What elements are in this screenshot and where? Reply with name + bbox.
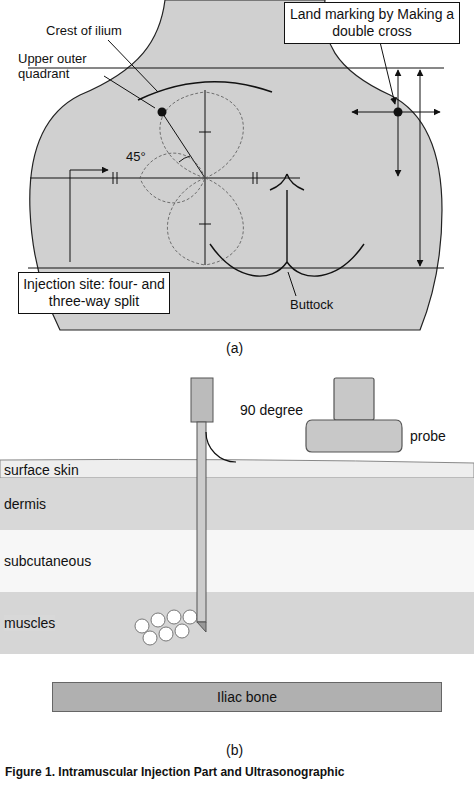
angle-label: 90 degree: [240, 402, 303, 418]
tissue-band: subcutaneous: [0, 530, 474, 592]
panel-label: (b): [226, 742, 243, 758]
node-text: Iliac bone: [217, 689, 277, 706]
tissue-band: dermis: [0, 478, 474, 530]
leader-lines: [70, 40, 395, 296]
syringe-needle: [191, 378, 213, 632]
part-label: probe: [410, 428, 446, 444]
part-label: Buttock: [290, 298, 333, 313]
skin-layer: [0, 459, 474, 478]
ultrasound-probe: [306, 378, 402, 452]
callout-box: Injection site: four- and three-way spli…: [18, 272, 170, 314]
buttock-cleft: [210, 174, 364, 276]
part-label: Upper outer quadrant: [18, 52, 104, 82]
angle-label: 45°: [126, 150, 146, 165]
guide-lines: [28, 68, 444, 268]
muscle-layer: [0, 592, 474, 654]
node-text: dermis: [4, 496, 46, 513]
bone-band: Iliac bone: [52, 682, 442, 712]
callout-box: Land marking by Making a double cross: [284, 2, 460, 44]
dermis-layer: [0, 478, 474, 530]
tissue-band: muscles: [0, 592, 474, 654]
figure-caption: Figure 1. Intramuscular Injection Part a…: [5, 766, 344, 780]
angle-arc: [206, 432, 236, 462]
node-text: subcutaneous: [4, 553, 91, 570]
landmark-dot: [394, 108, 403, 117]
layer-label: surface skin: [4, 462, 79, 478]
node-text: Land marking by Making a double cross: [289, 6, 455, 40]
quadrant-curves: [140, 92, 243, 265]
panel-label: (a): [226, 340, 243, 356]
node-text: Injection site: four- and three-way spli…: [23, 276, 165, 310]
node-text: muscles: [4, 615, 55, 632]
drug-particles: [135, 610, 197, 645]
subcutaneous-layer: [0, 530, 474, 592]
part-label: Crest of ilium: [46, 24, 122, 39]
injection-dot: [158, 108, 167, 117]
